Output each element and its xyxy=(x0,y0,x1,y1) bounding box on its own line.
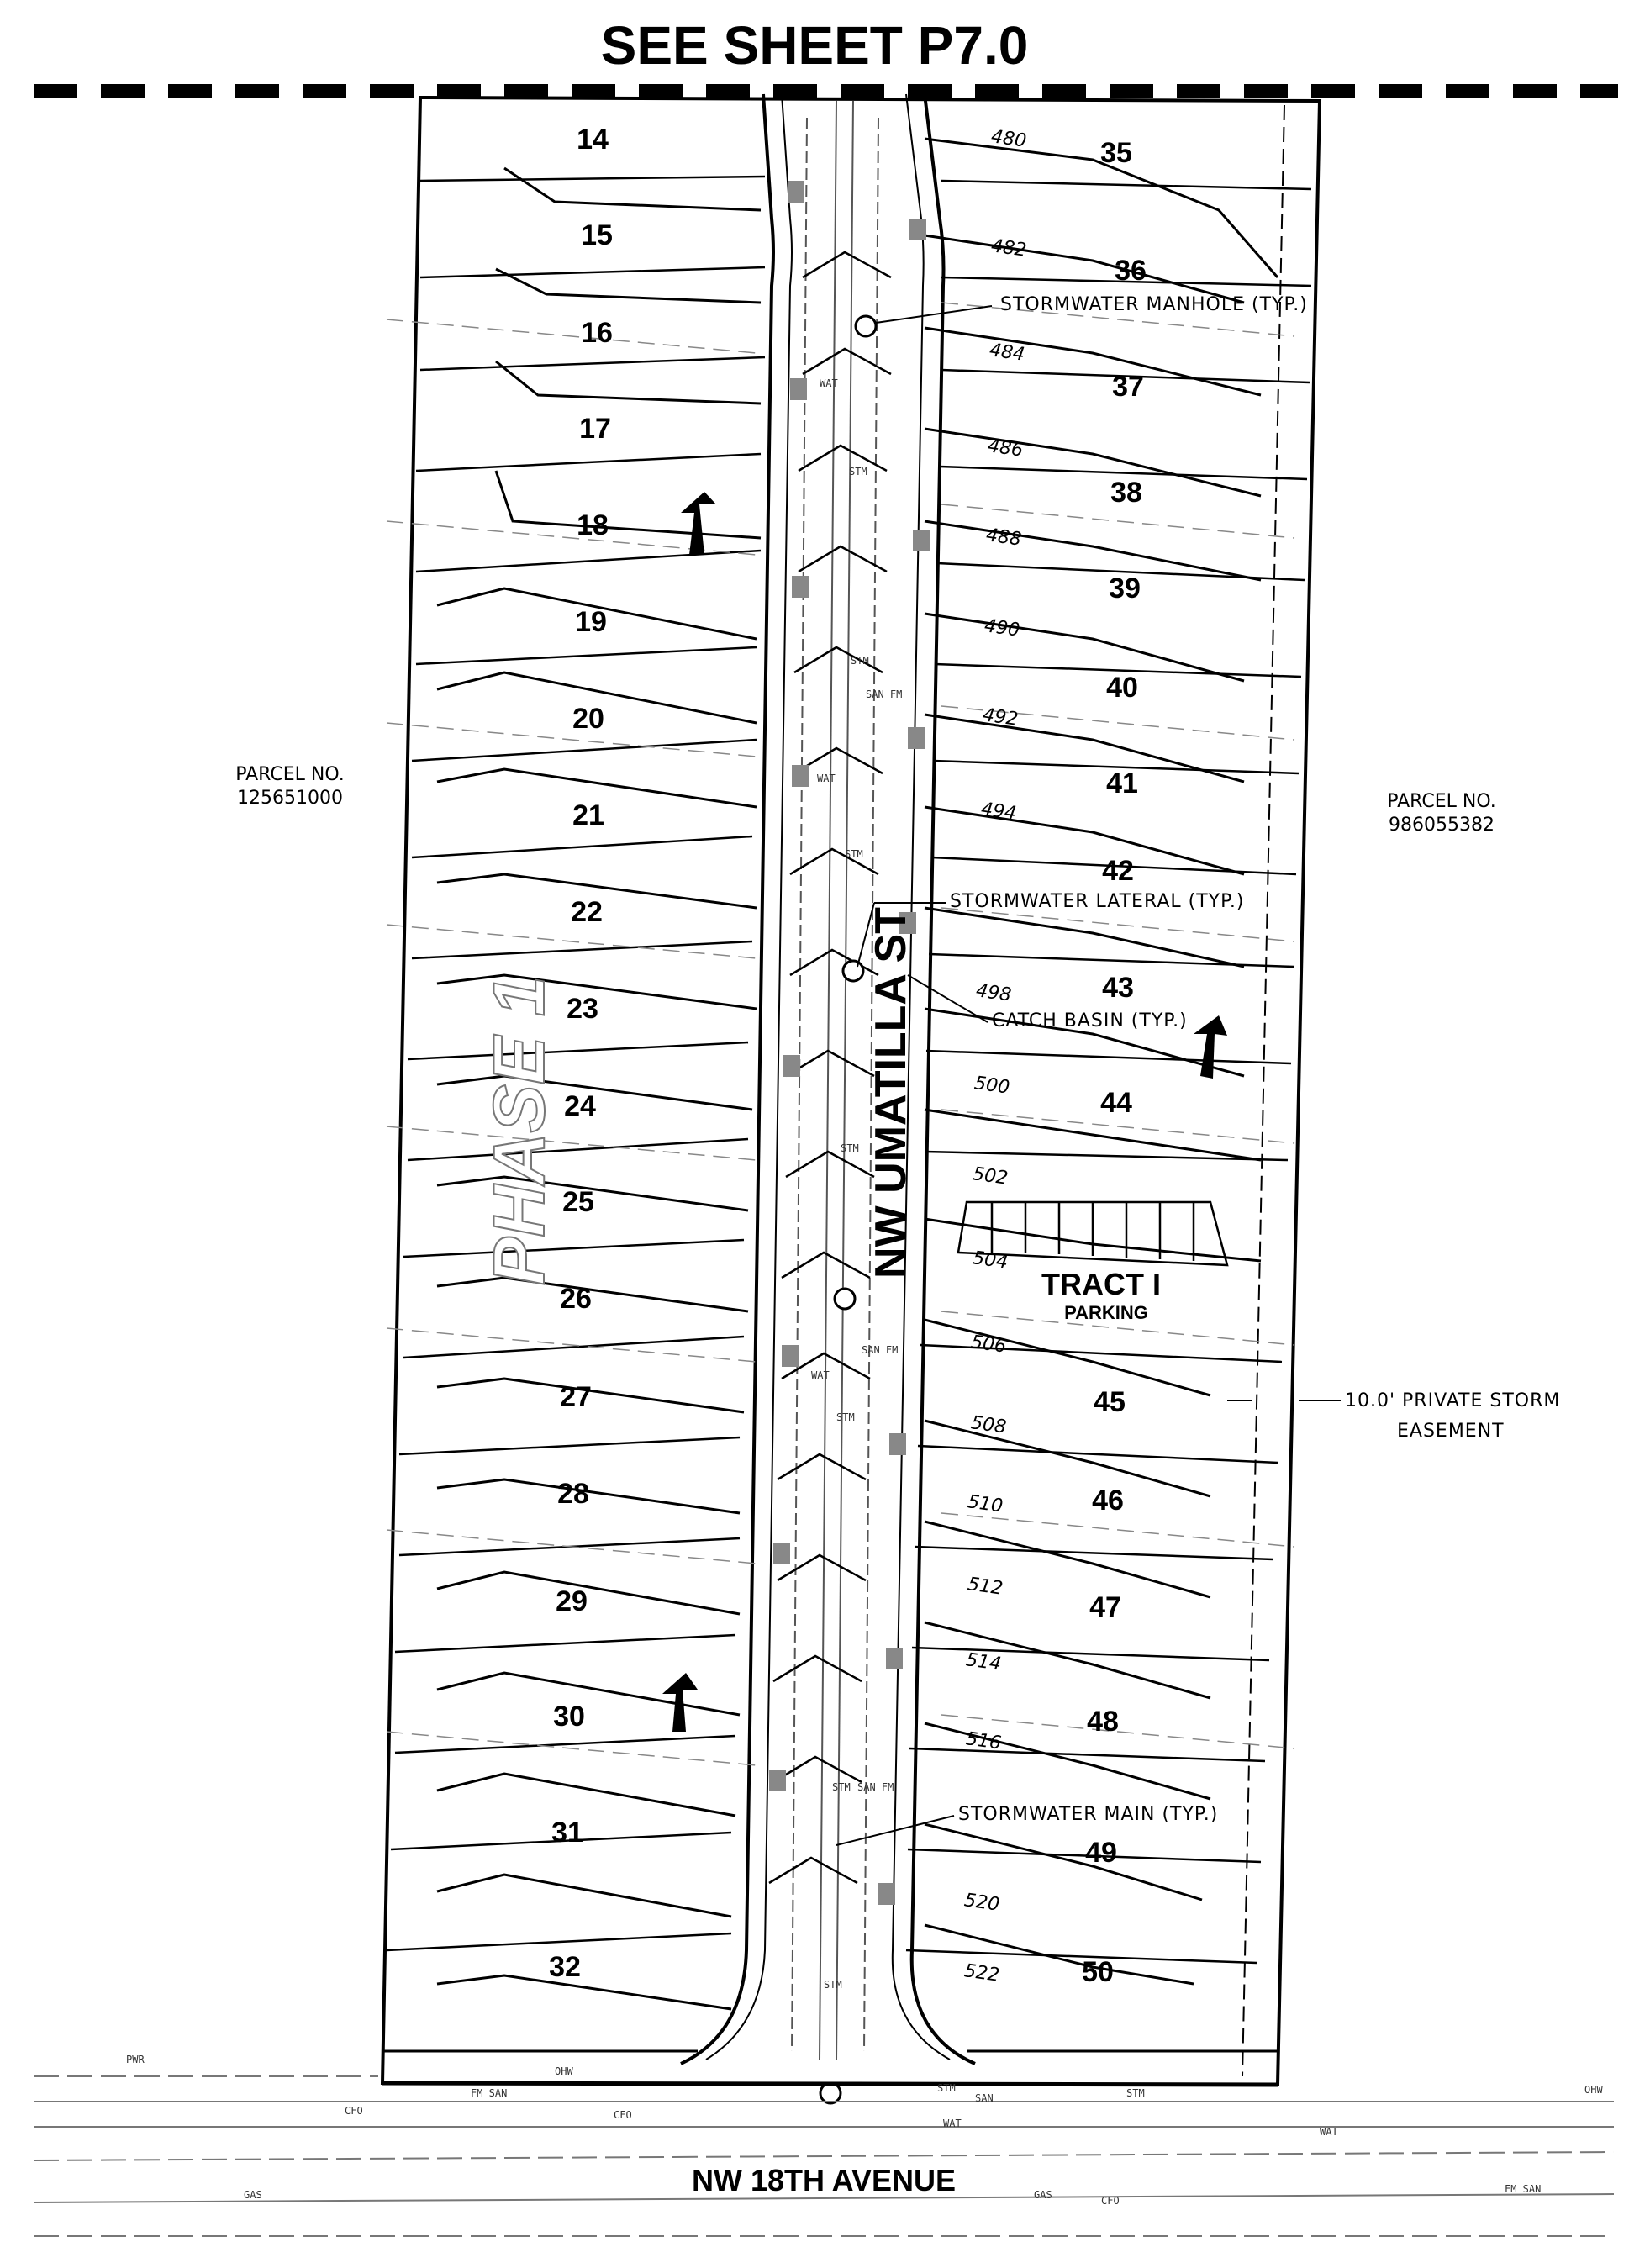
lot-48: 48 xyxy=(1087,1706,1119,1738)
callout-stormwater-main: STORMWATER MAIN (TYP.) xyxy=(958,1804,1219,1825)
utility-tag-overhead: OHW xyxy=(555,2065,573,2077)
existing-grade xyxy=(386,302,1295,1766)
catch-basins xyxy=(769,181,930,1905)
lot-20: 20 xyxy=(572,703,604,735)
utility-tag-sanitary-fm: SAN FM xyxy=(866,688,903,700)
parcel-west-number: 125651000 xyxy=(237,787,343,809)
utility-tag-overhead: OHW xyxy=(1584,2084,1603,2096)
lot-44: 44 xyxy=(1100,1087,1132,1119)
utility-tag-storm: STM xyxy=(851,655,869,667)
tract-name: TRACT I xyxy=(1041,1267,1161,1301)
utility-tag-gas: GAS xyxy=(244,2189,262,2201)
lot-31: 31 xyxy=(551,1817,583,1849)
lot-45: 45 xyxy=(1094,1386,1126,1418)
lot-17: 17 xyxy=(579,413,611,445)
street-name-umatilla: NW UMATILLA ST xyxy=(867,907,915,1279)
lot-24: 24 xyxy=(564,1090,596,1122)
utility-tag-storm: STM xyxy=(824,1979,842,1991)
street-utilities xyxy=(791,100,879,2060)
lot-22: 22 xyxy=(571,896,603,928)
utility-tag-sanitary: SAN xyxy=(975,2092,994,2104)
lot-37: 37 xyxy=(1112,371,1144,403)
parcel-west-label: PARCEL NO. xyxy=(235,764,345,785)
grade-contours xyxy=(436,166,762,2011)
parcel-east-number: 986055382 xyxy=(1389,814,1495,836)
utility-tag-fiber: CFO xyxy=(345,2105,363,2117)
utility-tag-storm: STM xyxy=(832,1781,851,1793)
utility-tag-water-main: WAT xyxy=(1320,2126,1338,2138)
lot-26: 26 xyxy=(560,1283,592,1315)
lot-39: 39 xyxy=(1109,572,1141,604)
lot-38: 38 xyxy=(1110,477,1142,509)
utility-tag-fiber: CFO xyxy=(614,2109,632,2121)
lot-15: 15 xyxy=(581,219,613,251)
lot-19: 19 xyxy=(575,606,607,638)
lot-41: 41 xyxy=(1106,767,1138,799)
callout-easement-line2: EASEMENT xyxy=(1397,1421,1505,1442)
parcel-west: PARCEL NO. 125651000 xyxy=(235,763,345,810)
lot-47: 47 xyxy=(1089,1591,1121,1623)
lot-43: 43 xyxy=(1102,972,1134,1004)
lot-28: 28 xyxy=(557,1478,589,1510)
drainage-arrows xyxy=(662,492,1227,1732)
tract-use: PARKING xyxy=(1064,1302,1148,1323)
callout-stormwater-lateral: STORMWATER LATERAL (TYP.) xyxy=(950,891,1245,912)
avenue-lines xyxy=(33,2075,1615,2237)
utility-tag-water: WAT xyxy=(811,1369,830,1381)
utility-tag-water: WAT xyxy=(820,377,838,389)
lot-50: 50 xyxy=(1082,1956,1114,1988)
lot-49: 49 xyxy=(1085,1837,1117,1869)
utility-tag-fm-san: FM SAN xyxy=(1505,2183,1542,2195)
utility-tag-fm-san: FM SAN xyxy=(471,2087,508,2099)
utility-tag-storm: STM xyxy=(836,1411,855,1423)
utility-tag-storm-main: STM xyxy=(937,2082,956,2094)
lot-25: 25 xyxy=(562,1186,594,1218)
utility-tag-fiber: CFO xyxy=(1101,2195,1120,2207)
utility-tag-water: WAT xyxy=(817,773,836,784)
easement-line xyxy=(1242,104,1285,2077)
parcel-east: PARCEL NO. 986055382 xyxy=(1387,790,1496,836)
lot-14: 14 xyxy=(577,124,609,156)
lot-18: 18 xyxy=(577,509,609,541)
lot-29: 29 xyxy=(556,1585,588,1617)
avenue-frontage xyxy=(382,2049,1278,2087)
utility-tag-storm-main: STM xyxy=(1126,2087,1145,2099)
lot-36: 36 xyxy=(1115,255,1147,287)
utility-tag-gas: GAS xyxy=(1034,2189,1052,2201)
callout-stormwater-manhole: STORMWATER MANHOLE (TYP.) xyxy=(1000,294,1308,315)
lot-35: 35 xyxy=(1100,137,1132,169)
avenue-name: NW 18TH AVENUE xyxy=(691,2163,957,2197)
utility-tag-sanitary-fm: SAN FM xyxy=(857,1781,894,1793)
callout-easement-line1: 10.0' PRIVATE STORM xyxy=(1345,1390,1561,1411)
lot-42: 42 xyxy=(1102,855,1134,887)
lot-23: 23 xyxy=(567,993,598,1025)
utility-tag-storm: STM xyxy=(849,466,867,477)
utility-tag-sanitary-fm: SAN FM xyxy=(862,1344,899,1356)
lot-40: 40 xyxy=(1106,672,1138,704)
lot-46: 46 xyxy=(1092,1485,1124,1516)
phase-label: PHASE 1 xyxy=(478,975,561,1286)
parcel-east-label: PARCEL NO. xyxy=(1387,791,1496,812)
lot-21: 21 xyxy=(572,799,604,831)
lot-27: 27 xyxy=(560,1381,592,1413)
lot-16: 16 xyxy=(581,317,613,349)
lot-32: 32 xyxy=(549,1951,581,1983)
utility-tag-water-main: WAT xyxy=(943,2118,962,2129)
callout-catch-basin: CATCH BASIN (TYP.) xyxy=(992,1010,1188,1031)
sheet-reference: SEE SHEET P7.0 xyxy=(600,15,1029,76)
tract-parking xyxy=(957,1200,1229,1267)
utility-tag-storm: STM xyxy=(841,1142,859,1154)
utility-tag-power: PWR xyxy=(126,2054,145,2065)
lot-30: 30 xyxy=(553,1701,585,1733)
utility-tag-storm: STM xyxy=(845,848,863,860)
